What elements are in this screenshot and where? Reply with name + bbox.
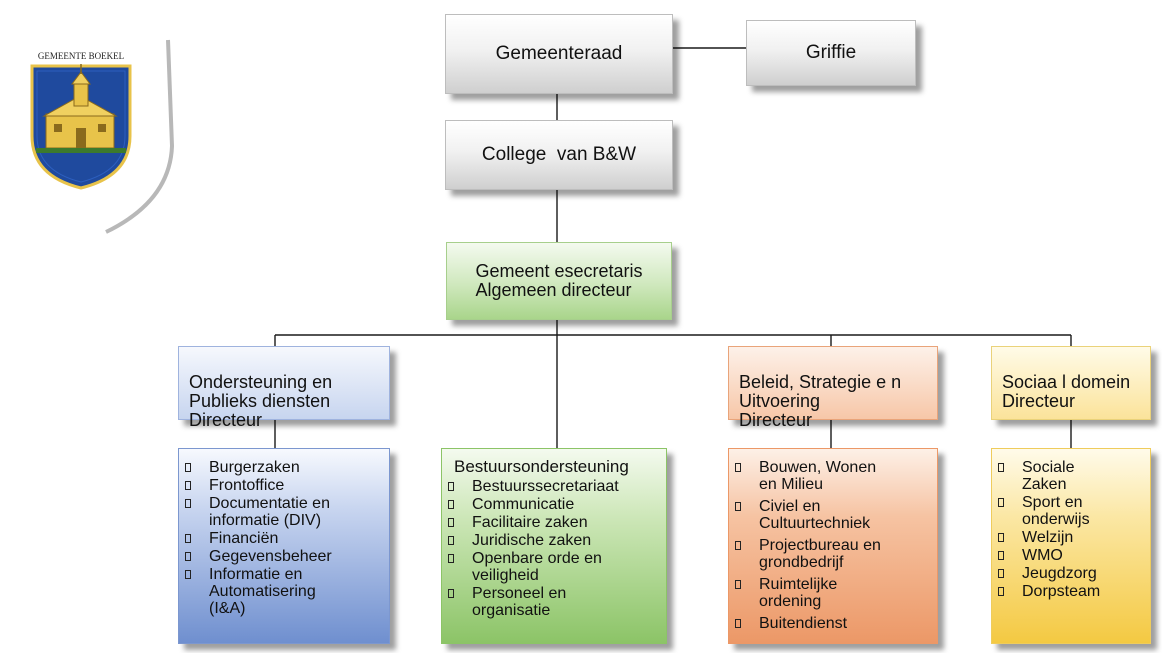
- secretaris-box: Gemeent esecretaris Algemeen directeur: [446, 242, 672, 320]
- list-item: Facilitaire zaken: [442, 514, 666, 531]
- list-item: Bouwen, Wonen en Milieu: [729, 459, 937, 493]
- list-item: Frontoffice: [179, 477, 389, 494]
- municipality-logo: GEMEENTE BOEKEL: [18, 36, 193, 236]
- bestuursondersteuning-title: Bestuursondersteuning: [454, 457, 629, 476]
- list-item: Bestuurssecretariaat: [442, 478, 666, 495]
- dept-header-label: Sociaa l domein Directeur: [1002, 372, 1131, 411]
- griffie-label: Griffie: [805, 42, 857, 63]
- dept-sociaal-list: Sociale Zaken Sport en onderwijs Welzijn…: [991, 448, 1151, 644]
- list-item: Documentatie en informatie (DIV): [179, 495, 389, 529]
- dept-header-label: Ondersteuning en Publieks diensten Direc…: [189, 372, 333, 430]
- dept-bestuursondersteuning-list: Bestuursondersteuning Bestuurssecretaria…: [441, 448, 667, 644]
- logo-text: GEMEENTE BOEKEL: [38, 51, 124, 61]
- list-item: Financiën: [179, 530, 389, 547]
- college-box: College van B&W: [445, 120, 673, 190]
- gemeenteraad-label: Gemeenteraad: [495, 43, 623, 64]
- list-item: WMO: [992, 547, 1150, 564]
- dept-beleid-header: Beleid, Strategie e n Uitvoering Directe…: [728, 346, 938, 430]
- list-item: Openbare orde en veiligheid: [442, 550, 666, 584]
- list-item: Gegevensbeheer: [179, 548, 389, 565]
- college-label: College van B&W: [481, 144, 637, 165]
- list-item: Sport en onderwijs: [992, 494, 1150, 528]
- dept-ondersteuning-list: Burgerzaken Frontoffice Documentatie en …: [178, 448, 390, 644]
- list-item: Dorpsteam: [992, 583, 1150, 600]
- dept-ondersteuning-header: Ondersteuning en Publieks diensten Direc…: [178, 346, 390, 430]
- list-item: Projectbureau en grondbedrijf: [729, 537, 937, 571]
- list-item: Ruimtelijke ordening: [729, 576, 937, 610]
- list-item: Informatie en Automatisering (I&A): [179, 566, 389, 617]
- griffie-box: Griffie: [746, 20, 916, 86]
- dept-sociaal-header: Sociaa l domein Directeur: [991, 346, 1151, 420]
- list-item: Communicatie: [442, 496, 666, 513]
- coat-of-arms-icon: GEMEENTE BOEKEL: [30, 39, 175, 234]
- list-item: Personeel en organisatie: [442, 585, 666, 619]
- list-item: Welzijn: [992, 529, 1150, 546]
- list-item: Buitendienst: [729, 615, 937, 632]
- list-item: Civiel en Cultuurtechniek: [729, 498, 937, 532]
- dept-beleid-list: Bouwen, Wonen en Milieu Civiel en Cultuu…: [728, 448, 938, 644]
- list-item: Sociale Zaken: [992, 459, 1150, 493]
- secretaris-label: Gemeent esecretaris Algemeen directeur: [475, 261, 643, 300]
- list-item: Jeugdzorg: [992, 565, 1150, 582]
- dept-header-label: Beleid, Strategie e n Uitvoering Directe…: [739, 372, 902, 430]
- gemeenteraad-box: Gemeenteraad: [445, 14, 673, 94]
- list-item: Burgerzaken: [179, 459, 389, 476]
- list-item: Juridische zaken: [442, 532, 666, 549]
